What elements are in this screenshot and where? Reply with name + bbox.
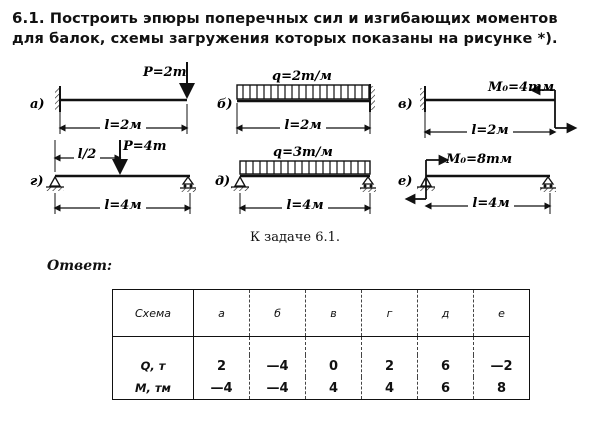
table-header-cell: в	[305, 289, 362, 337]
problem-number: 6.1.	[12, 9, 45, 27]
roller-support-e	[541, 175, 555, 185]
row-label-m: M, тм	[112, 377, 194, 400]
span-a: l=2м	[104, 118, 141, 133]
table-cell: —4	[249, 377, 306, 400]
table-cell: —4	[249, 355, 306, 377]
distributed-load-d	[239, 160, 371, 175]
table-header-cell: б	[249, 289, 306, 337]
figure-a: а) P=2m l=2м	[30, 62, 195, 134]
pin-support-e	[419, 175, 433, 187]
table-cell: 6	[417, 355, 474, 377]
problem-text: Построить эпюры поперечных сил и изгибаю…	[12, 11, 558, 47]
problem-statement: 6.1. Построить эпюры поперечных сил и из…	[12, 8, 582, 49]
table-cell: 4	[305, 377, 362, 400]
span-d: l=4м	[286, 198, 323, 213]
figure-g-label: г)	[30, 174, 43, 189]
table-cell: 8	[473, 377, 530, 400]
figure-g: г) P=4m l/2 l=4м	[30, 139, 196, 214]
table-cell: 4	[361, 377, 418, 400]
table-header-row: Схема а б в г д е	[112, 289, 530, 337]
figure-e-label: е)	[398, 174, 412, 189]
figure-a-label: а)	[30, 97, 45, 112]
table-cell: 0	[305, 355, 362, 377]
table-header-cell: д	[417, 289, 474, 337]
figure-b-label: б)	[217, 97, 233, 112]
table-cell: —4	[193, 377, 250, 400]
figure-d: д) q=3m/м l=4м	[215, 145, 376, 214]
table-row: M, тм —4 —4 4 4 6 8	[112, 377, 530, 400]
table-header-cell: е	[473, 289, 530, 337]
answer-label: Ответ:	[47, 258, 113, 274]
span-e: l=4м	[472, 196, 509, 211]
figure-caption: К задаче 6.1.	[249, 230, 341, 245]
load-v: M₀=4mм	[487, 80, 554, 95]
row-label-q: Q, т	[112, 355, 194, 377]
table-header-cell: а	[193, 289, 250, 337]
load-a: P=2m	[142, 65, 186, 80]
figure-d-label: д)	[215, 174, 230, 189]
load-g: P=4m	[122, 139, 166, 154]
table-header-cell: Схема	[112, 289, 194, 337]
roller-support-d	[361, 175, 375, 185]
figure-v: в) M₀=4mм l=2м	[398, 80, 578, 138]
load-d: q=3m/м	[273, 145, 333, 160]
pin-support-d	[233, 175, 247, 187]
span-v: l=2м	[471, 123, 508, 138]
figure-v-label: в)	[398, 97, 413, 112]
roller-support-g	[181, 175, 195, 185]
half-span-g: l/2	[78, 147, 97, 162]
load-e: M₀=8mм	[445, 152, 512, 167]
span-g: l=4м	[104, 198, 141, 213]
load-b: q=2m/м	[272, 69, 332, 84]
table-cell: 2	[193, 355, 250, 377]
pin-support-g	[48, 175, 62, 187]
span-b: l=2м	[284, 118, 321, 133]
answer-table: Схема а б в г д е Q, т 2 —4 0 2 6 —2 M, …	[112, 289, 530, 400]
table-cell: 2	[361, 355, 418, 377]
table-cell: 6	[417, 377, 474, 400]
table-cell: —2	[473, 355, 530, 377]
table-row: Q, т 2 —4 0 2 6 —2	[112, 355, 530, 377]
figure-e: е) M₀=8mм l=4м	[398, 152, 556, 214]
table-header-cell: г	[361, 289, 418, 337]
figure-b: б) q=2m/м l=2м	[217, 69, 375, 134]
